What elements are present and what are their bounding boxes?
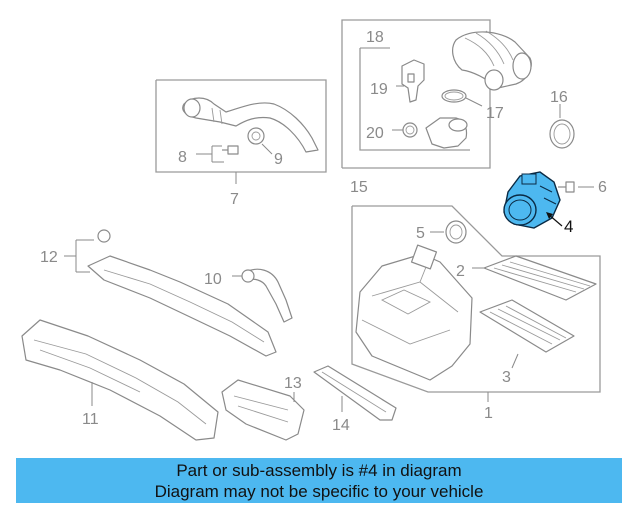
callout-13: 13 bbox=[284, 375, 302, 392]
bolt-8-part bbox=[196, 145, 239, 163]
callout-18: 18 bbox=[366, 29, 384, 46]
clamp-16-part bbox=[549, 104, 575, 149]
info-banner: Part or sub-assembly is #4 in diagram Di… bbox=[16, 458, 622, 503]
callout-11: 11 bbox=[82, 411, 99, 428]
group-7-box bbox=[155, 79, 327, 184]
mass-air-flow-sensor-highlighted bbox=[503, 171, 563, 229]
callout-labels: 18 19 17 20 15 16 6 4 8 9 7 5 2 12 10 3 … bbox=[40, 29, 607, 434]
clamp-17-part bbox=[441, 89, 483, 107]
callout-1: 1 bbox=[484, 405, 493, 422]
group-1-box bbox=[351, 205, 601, 402]
screw-6-part bbox=[558, 181, 594, 193]
banner-line-1: Part or sub-assembly is #4 in diagram bbox=[176, 461, 462, 480]
filter-cover-3-part bbox=[479, 299, 575, 369]
callout-7: 7 bbox=[230, 191, 239, 208]
air-duct-11-part bbox=[21, 319, 219, 441]
callout-6: 6 bbox=[598, 179, 607, 196]
bracket-13-part bbox=[221, 379, 305, 441]
inlet-14-part bbox=[313, 365, 397, 421]
group-15-box bbox=[341, 19, 491, 169]
callout-2: 2 bbox=[456, 263, 465, 280]
intake-hose-part bbox=[452, 30, 532, 91]
gasket-5-part bbox=[430, 220, 467, 244]
callout-16: 16 bbox=[550, 89, 568, 106]
callout-10: 10 bbox=[204, 271, 222, 288]
hose-10-part bbox=[232, 268, 293, 323]
bracket-12-part bbox=[64, 229, 277, 357]
callout-12: 12 bbox=[40, 249, 58, 266]
callout-5: 5 bbox=[416, 225, 425, 242]
callout-8: 8 bbox=[178, 149, 187, 166]
air-filter-element-2-part bbox=[472, 255, 597, 301]
grommet-9-part bbox=[247, 127, 273, 155]
callout-15: 15 bbox=[350, 179, 368, 196]
breather-hose-part bbox=[182, 97, 319, 153]
elbow-hose-20-part bbox=[392, 117, 468, 149]
callout-4-highlighted: 4 bbox=[564, 217, 573, 236]
air-filter-housing-part bbox=[355, 244, 473, 381]
callout-9: 9 bbox=[274, 151, 283, 168]
callout-20: 20 bbox=[366, 125, 384, 142]
banner-line-2: Diagram may not be specific to your vehi… bbox=[154, 482, 484, 501]
callout-3: 3 bbox=[502, 369, 511, 386]
callout-17: 17 bbox=[486, 105, 504, 122]
callout-19: 19 bbox=[370, 81, 388, 98]
sensor-19-part bbox=[396, 59, 425, 103]
callout-14: 14 bbox=[332, 417, 350, 434]
